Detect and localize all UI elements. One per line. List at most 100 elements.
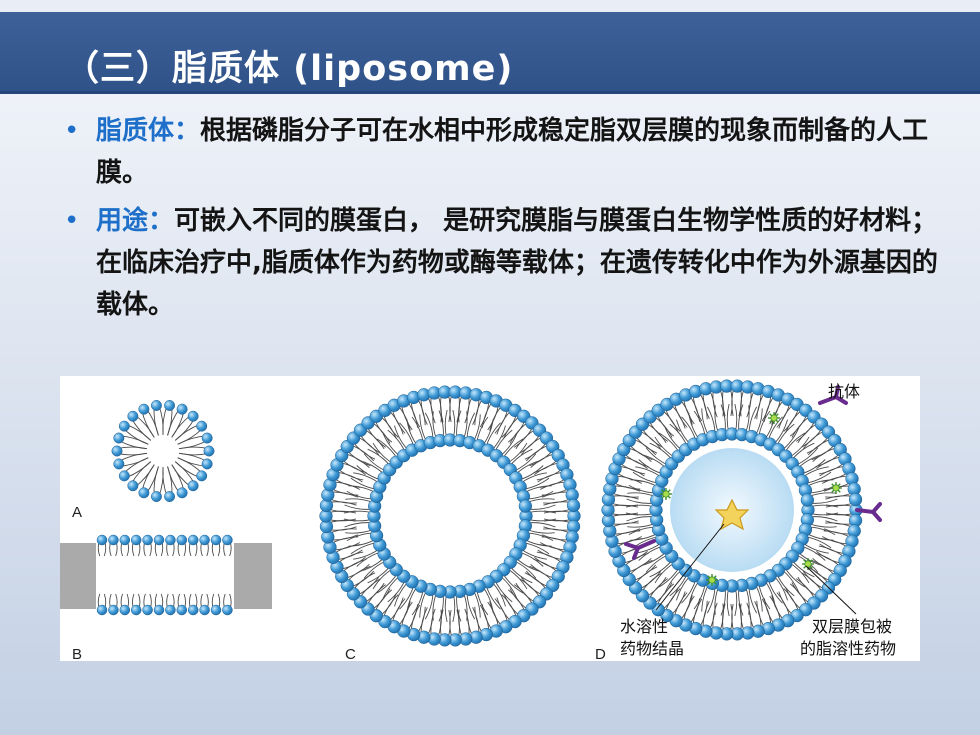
panel-label-a: A xyxy=(72,504,82,521)
bullet-body: 可嵌入不同的膜蛋白， 是研究膜脂与膜蛋白生物学性质的好材料；在临床治疗中,脂质体… xyxy=(96,206,938,320)
lipid-molecule xyxy=(628,523,666,541)
lipid-molecule xyxy=(756,384,775,422)
lipid-molecule xyxy=(397,394,419,431)
lipid-molecule xyxy=(541,528,579,544)
lipid-molecule xyxy=(346,529,384,547)
lipid-molecule xyxy=(735,578,750,616)
lipid-drug-icon xyxy=(802,558,814,570)
lipid-molecule xyxy=(427,386,442,424)
lipid-molecule xyxy=(543,519,581,534)
annotation-lipid-soluble-2: 的脂溶性药物 xyxy=(800,639,896,658)
lipid-molecule xyxy=(458,386,473,424)
lipid-drug-icon xyxy=(706,574,718,586)
lipid-molecule xyxy=(725,403,739,441)
lipid-molecule xyxy=(118,420,152,445)
lipid-molecule xyxy=(162,400,175,436)
lipid-molecule xyxy=(763,569,788,604)
lipid-molecule xyxy=(795,466,832,488)
bullet-term: 用途： xyxy=(96,206,175,236)
panel-label-d: D xyxy=(595,646,606,661)
top-strip xyxy=(0,0,980,12)
lipid-molecule xyxy=(142,534,153,557)
leader-line-water xyxy=(655,523,725,611)
lipid-molecule xyxy=(176,593,188,616)
lipid-molecule xyxy=(346,431,380,460)
lipid-molecule xyxy=(127,410,155,441)
lipid-molecule xyxy=(474,604,493,642)
bullet-body: 根据磷脂分子可在水相中形成稳定脂双层膜的现象而制备的人工膜。 xyxy=(96,116,929,188)
lipid-molecule xyxy=(151,466,164,502)
lipid-molecule xyxy=(626,492,664,507)
annotation-lipid-soluble-1: 双层膜包被 xyxy=(812,617,892,636)
lipid-molecule xyxy=(432,410,447,448)
lipid-molecule xyxy=(130,593,142,616)
lipid-molecule xyxy=(171,461,199,492)
membrane-block-left xyxy=(60,543,96,609)
lipid-molecule xyxy=(679,388,701,425)
micelle-a xyxy=(111,400,215,502)
lipid-molecule xyxy=(187,593,199,616)
lipid-molecule xyxy=(119,534,131,557)
lipid-molecule xyxy=(165,534,176,557)
antibody-icon xyxy=(818,385,848,405)
lipid-molecule xyxy=(187,534,199,557)
lipid-molecule xyxy=(709,602,724,640)
lipid-drug-icon xyxy=(768,412,780,424)
lipid-molecule xyxy=(130,534,142,557)
lipid-molecule xyxy=(676,416,701,451)
lipid-molecule xyxy=(645,442,679,471)
lipid-molecule xyxy=(518,519,556,534)
lipid-molecule xyxy=(823,522,861,538)
lipid-molecule xyxy=(725,579,739,617)
bullet-list: • 脂质体：根据磷脂分子可在水相中形成稳定脂双层膜的现象而制备的人工膜。 • 用… xyxy=(60,110,940,332)
lipid-molecule xyxy=(745,576,763,614)
bullet-item-uses: • 用途：可嵌入不同的膜蛋白， 是研究膜脂与膜蛋白生物学性质的好材料；在临床治疗… xyxy=(60,200,940,326)
lipid-molecule xyxy=(720,379,734,417)
lipid-molecule xyxy=(108,534,119,557)
lipid-molecule xyxy=(419,412,437,450)
lipid-molecule xyxy=(210,593,222,616)
lipid-molecule xyxy=(463,582,481,620)
membrane-block-right xyxy=(234,543,272,609)
lipid-molecule xyxy=(516,485,554,503)
lipid-molecule xyxy=(448,385,462,423)
lipid-molecule xyxy=(626,513,664,528)
liposome-figure: A B C D 抗体 水溶性 药物结晶 双层膜包被 的脂溶性药物 xyxy=(60,376,920,661)
bullet-term: 脂质体： xyxy=(96,116,201,146)
lipid-molecule xyxy=(825,492,863,507)
lipid-molecule xyxy=(177,432,213,450)
lipid-molecule xyxy=(603,482,641,498)
bullet-text: 脂质体：根据磷脂分子可在水相中形成稳定脂双层膜的现象而制备的人工膜。 xyxy=(96,110,940,194)
antibody-icon xyxy=(855,502,882,522)
annotation-antibody: 抗体 xyxy=(828,382,860,401)
lipid-molecule xyxy=(153,534,165,557)
antibody-icon xyxy=(624,539,656,560)
lipid-molecule xyxy=(458,608,473,646)
bullet-dot-icon: • xyxy=(64,116,80,146)
lipid-molecule xyxy=(800,513,838,528)
lipid-molecule xyxy=(113,432,149,450)
lipid-molecule xyxy=(142,593,153,616)
lipid-molecule xyxy=(96,593,108,616)
drug-crystal-icon xyxy=(714,498,750,531)
lipid-molecule xyxy=(138,403,159,438)
lipid-molecule xyxy=(222,534,233,557)
panel-label-c: C xyxy=(345,646,356,661)
lipid-molecule xyxy=(800,492,838,507)
liposome-c xyxy=(319,385,581,647)
lipid-molecule xyxy=(518,498,556,513)
lipid-molecule xyxy=(176,534,188,557)
lipid-molecule xyxy=(481,575,506,610)
leader-line-lipid xyxy=(805,565,857,615)
lipid-molecule xyxy=(394,422,419,457)
lipid-molecule xyxy=(443,409,457,447)
lipid-molecule xyxy=(119,593,131,616)
lipid-molecule xyxy=(612,452,648,475)
lipid-molecule xyxy=(543,498,581,513)
lipid-molecule xyxy=(632,466,669,488)
lipid-molecule xyxy=(96,534,108,557)
bullet-item-liposome: • 脂质体：根据磷脂分子可在水相中形成稳定脂双层膜的现象而制备的人工膜。 xyxy=(60,110,940,194)
lipid-molecule xyxy=(210,534,222,557)
lipid-molecule xyxy=(199,593,210,616)
lipid-drug-icon xyxy=(830,482,842,494)
